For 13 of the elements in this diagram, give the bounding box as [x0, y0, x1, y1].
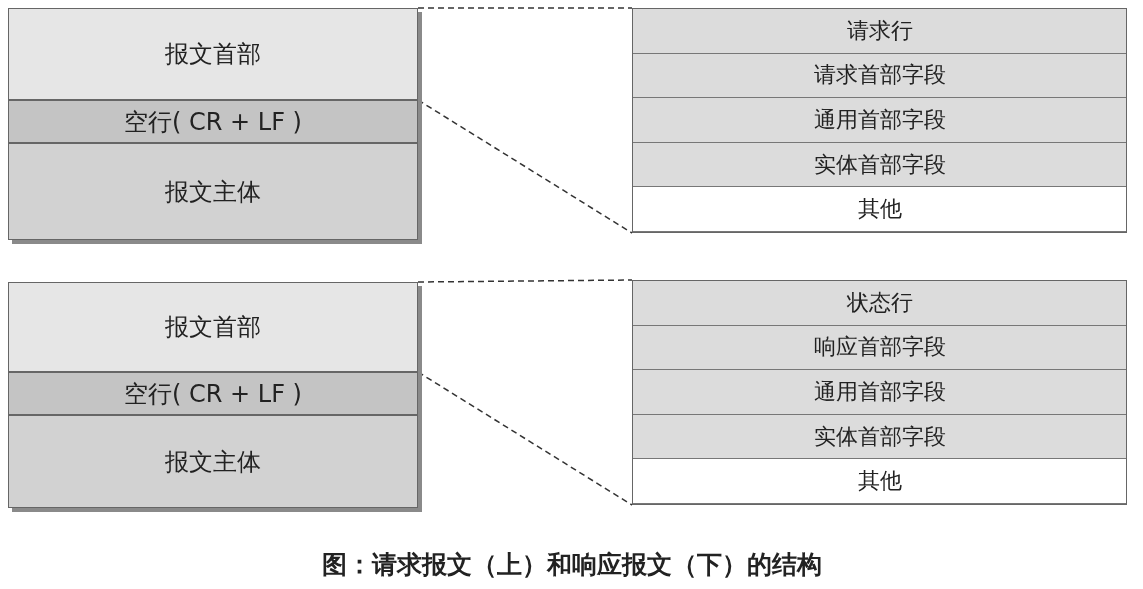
dashed-line — [417, 7, 633, 9]
table-row: 通用首部字段 — [633, 98, 1126, 143]
table-row: 请求行 — [633, 9, 1126, 54]
table-row: 请求首部字段 — [633, 53, 1126, 99]
table-row: 实体首部字段 — [633, 142, 1126, 188]
table-row: 实体首部字段 — [633, 414, 1126, 460]
table-row: 状态行 — [633, 281, 1126, 326]
dashed-line — [417, 279, 633, 283]
table-row: 响应首部字段 — [633, 325, 1126, 371]
field-table — [632, 280, 1127, 505]
field-table — [632, 8, 1127, 233]
figure-caption: 图：请求报文（上）和响应报文（下）的结构 — [320, 549, 823, 581]
table-row: 通用首部字段 — [633, 370, 1126, 415]
